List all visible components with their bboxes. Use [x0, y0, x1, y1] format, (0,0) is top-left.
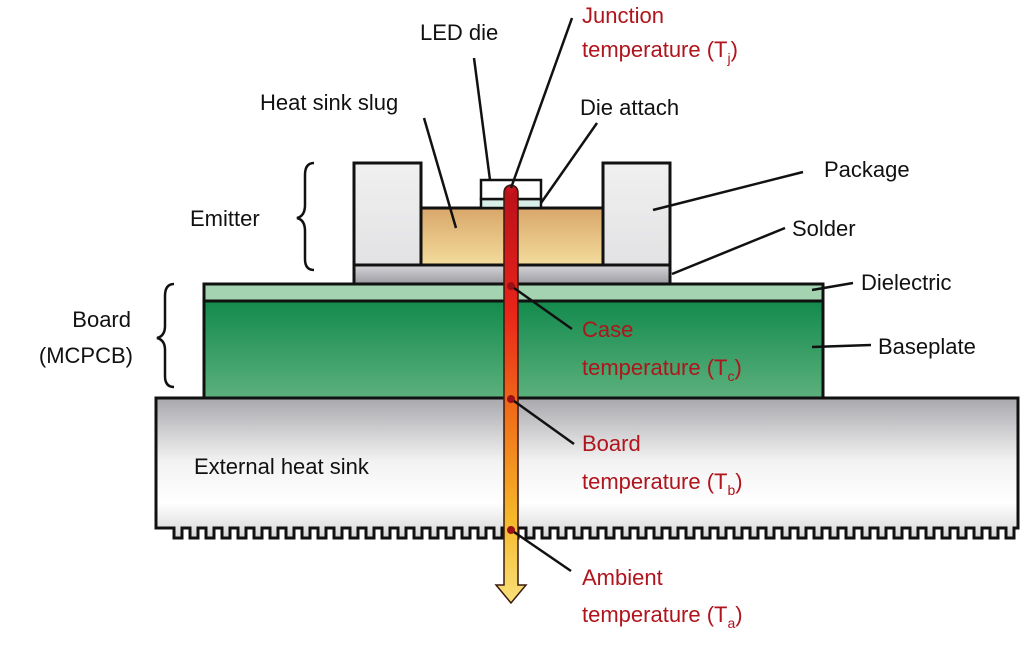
emitter-label: Emitter	[190, 206, 260, 231]
board-temp-line1: Board	[582, 431, 641, 456]
case-temp-line2: temperature (Tc)	[582, 355, 742, 384]
board-leader	[513, 399, 575, 446]
case-leader	[513, 286, 573, 331]
junction-temp-subscript: j	[727, 50, 731, 66]
junction-temp-line1: Junction	[582, 3, 664, 28]
solder-label: Solder	[792, 216, 856, 241]
dielectric-label: Dielectric	[861, 270, 951, 295]
led-die-label: LED die	[420, 20, 498, 45]
board-label-line1: Board	[72, 307, 131, 332]
case-point	[507, 282, 515, 290]
package-leader	[652, 170, 804, 212]
led-die-leader	[472, 57, 492, 181]
board-label-line2: (MCPCB)	[39, 343, 133, 368]
board-temp-line2: temperature (Tb)	[582, 469, 743, 498]
slug-leader	[422, 117, 458, 229]
case-temp-subscript: c	[728, 368, 735, 384]
solder-leader	[671, 226, 786, 276]
heat-flow-arrow	[494, 184, 528, 605]
baseplate-leader	[811, 343, 872, 349]
baseplate-label: Baseplate	[878, 334, 976, 359]
junction-point	[507, 186, 515, 194]
dielectric-leader	[811, 281, 854, 292]
junction-leader	[509, 17, 574, 189]
board-point	[507, 395, 515, 403]
die-attach-label: Die attach	[580, 95, 679, 120]
emitter-brace	[296, 161, 315, 272]
leader-lines	[422, 17, 872, 573]
ambient-leader	[513, 530, 572, 573]
external-heat-sink	[154, 396, 1020, 540]
case-temp-line1: Case	[582, 317, 633, 342]
board-brace	[156, 282, 175, 389]
board-temp-subscript: b	[728, 482, 736, 498]
ambient-temp-line2: temperature (Ta)	[582, 602, 743, 631]
package-label: Package	[824, 157, 910, 182]
package-left	[352, 161, 423, 267]
package-right	[601, 161, 672, 267]
external-heat-sink-label: External heat sink	[194, 454, 370, 479]
heat-sink-slug-label: Heat sink slug	[260, 90, 398, 115]
junction-temp-line2: temperature (Tj)	[582, 37, 738, 66]
ambient-temp-line1: Ambient	[582, 565, 663, 590]
ambient-point	[507, 526, 515, 534]
die-attach-leader	[539, 122, 599, 204]
ambient-temp-subscript: a	[728, 615, 736, 631]
